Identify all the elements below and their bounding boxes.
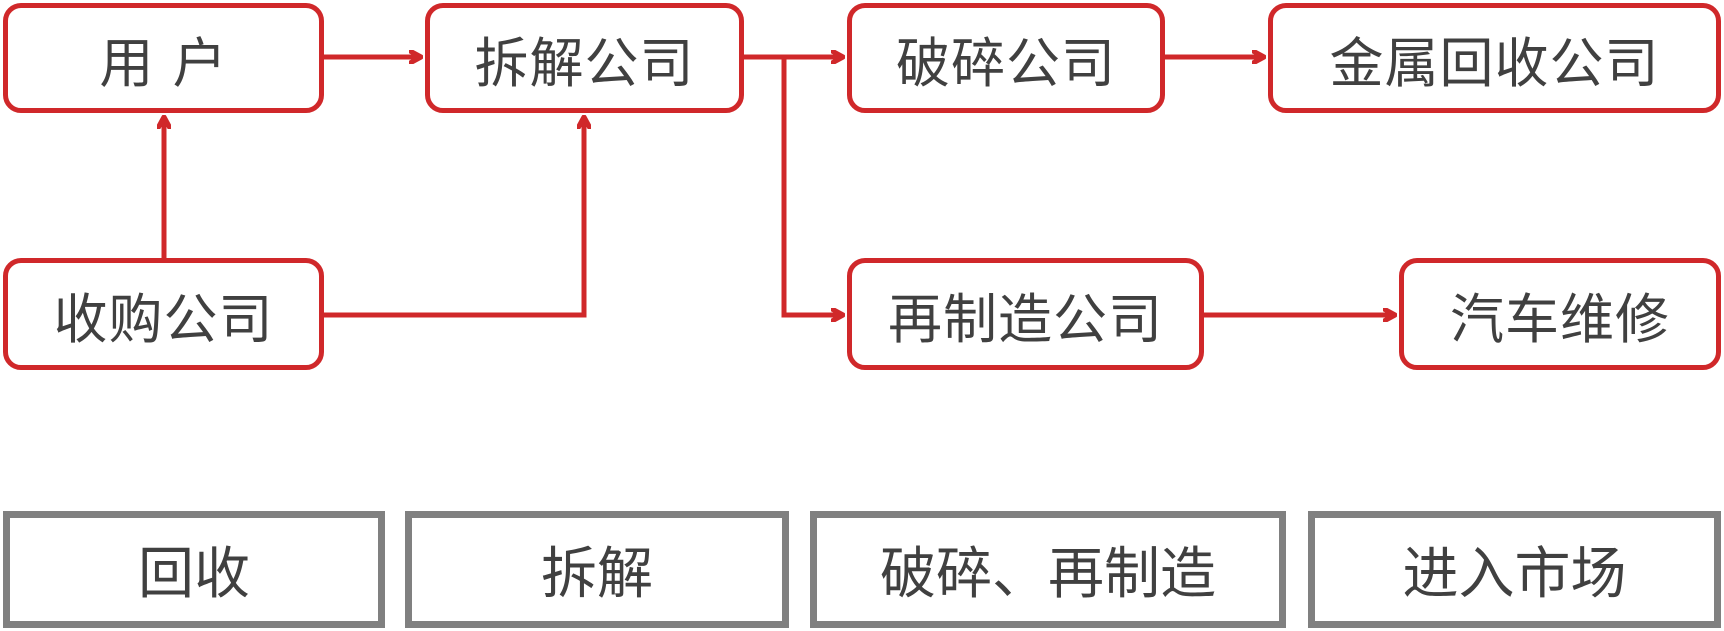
node-label: 用 户 bbox=[99, 31, 228, 95]
arrow-acquisition-to-dismantling bbox=[324, 118, 584, 318]
node-label: 收购公司 bbox=[53, 287, 274, 351]
stage-recycling: 回收 bbox=[3, 511, 385, 628]
node-label: 金属回收公司 bbox=[1329, 31, 1660, 95]
stage-label: 破碎、再制造 bbox=[880, 542, 1216, 607]
node-crushing-company: 破碎公司 bbox=[847, 3, 1165, 113]
node-metal-recycling-company: 金属回收公司 bbox=[1268, 3, 1721, 113]
node-dismantling-company: 拆解公司 bbox=[425, 3, 744, 113]
node-auto-repair: 汽车维修 bbox=[1399, 258, 1721, 370]
node-label: 拆解公司 bbox=[474, 31, 695, 95]
stage-label: 进入市场 bbox=[1402, 542, 1627, 607]
arrow-dismantling-to-remanufacturing bbox=[781, 57, 842, 315]
node-label: 再制造公司 bbox=[888, 287, 1163, 351]
stage-enter-market: 进入市场 bbox=[1308, 511, 1721, 628]
node-user: 用 户 bbox=[3, 3, 324, 113]
node-acquisition-company: 收购公司 bbox=[3, 258, 324, 370]
stage-label: 回收 bbox=[138, 542, 250, 607]
stage-crushing-remanufacturing: 破碎、再制造 bbox=[810, 511, 1286, 628]
node-remanufacturing-company: 再制造公司 bbox=[847, 258, 1204, 370]
stage-dismantling: 拆解 bbox=[405, 511, 789, 628]
stage-label: 拆解 bbox=[541, 542, 653, 607]
node-label: 破碎公司 bbox=[896, 31, 1116, 95]
node-label: 汽车维修 bbox=[1450, 287, 1670, 351]
